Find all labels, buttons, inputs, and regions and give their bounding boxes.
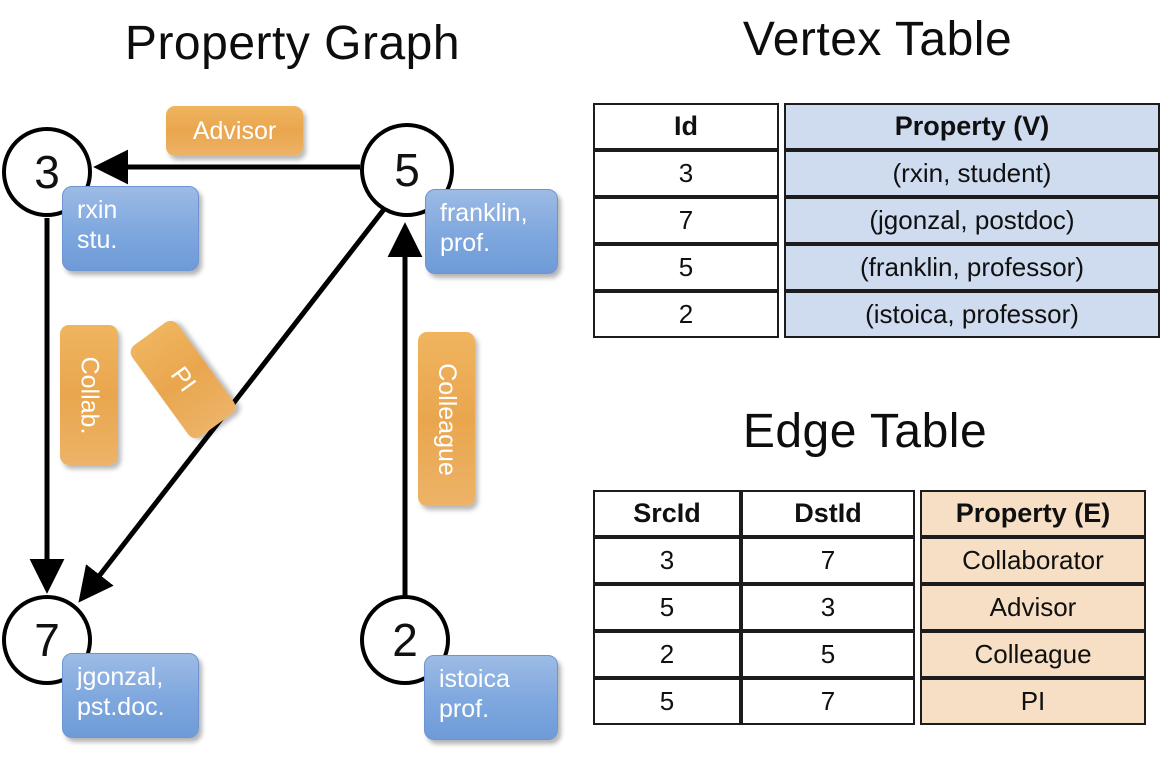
vertex-table-header-property: Property (V) (784, 103, 1160, 150)
vertex-property-2-line1: istoica (439, 665, 510, 693)
edge-table: SrcId DstId Property (E) 3 7 Collaborato… (593, 490, 1146, 725)
table-row: 5 3 Advisor (593, 584, 1146, 631)
vertex-row-3-property: (istoica, professor) (784, 291, 1160, 338)
edge-row-0-src: 3 (593, 537, 741, 584)
table-row: 2 (istoica, professor) (593, 291, 1160, 338)
vertex-property-5-line2: prof. (440, 228, 491, 257)
edge-row-3-property: PI (920, 678, 1146, 725)
vertex-row-1-property: (jgonzal, postdoc) (784, 197, 1160, 244)
graph-node-2[interactable]: 2 (360, 595, 450, 685)
graph-node-5-label: 5 (394, 144, 420, 196)
edge-label-colleague: Colleague (418, 332, 475, 506)
edge-table-header-property: Property (E) (920, 490, 1146, 537)
vertex-property-box-3: rxin stu. (62, 186, 199, 271)
vertex-property-5-line1: franklin, (440, 199, 528, 227)
table-row: 3 (rxin, student) (593, 150, 1160, 197)
edge-row-1-property: Advisor (920, 584, 1146, 631)
graph-node-2-label: 2 (392, 614, 418, 666)
edge-label-pi-text: PI (165, 361, 202, 397)
page-title-edge-table: Edge Table (742, 405, 988, 458)
edge-row-1-dst: 3 (741, 584, 915, 631)
vertex-property-2-line2: prof. (439, 694, 490, 723)
graph-node-3-label: 3 (34, 146, 60, 198)
edge-label-collab: Collab. (60, 325, 118, 465)
edge-row-3-dst: 7 (741, 678, 915, 725)
table-row: 7 (jgonzal, postdoc) (593, 197, 1160, 244)
edge-row-0-dst: 7 (741, 537, 915, 584)
graph-node-7-label: 7 (34, 614, 60, 666)
vertex-row-1-id: 7 (593, 197, 779, 244)
edge-row-2-property: Colleague (920, 631, 1146, 678)
edge-label-collab-text: Collab. (75, 356, 104, 434)
vertex-table: Id Property (V) 3 (rxin, student) 7 (jgo… (593, 103, 1160, 338)
edge-row-3-src: 5 (593, 678, 741, 725)
edge-table-header-srcid: SrcId (593, 490, 741, 537)
page-title-vertex-table: Vertex Table (742, 13, 1013, 66)
vertex-property-7-line1: jgonzal, (77, 663, 164, 691)
table-row: 2 5 Colleague (593, 631, 1146, 678)
vertex-row-2-id: 5 (593, 244, 779, 291)
vertex-property-3-line1: rxin (77, 196, 118, 224)
edge-label-advisor-text: Advisor (192, 116, 277, 145)
edge-label-colleague-text: Colleague (433, 362, 461, 476)
vertex-row-2-property: (franklin, professor) (784, 244, 1160, 291)
vertex-table-header-row: Id Property (V) (593, 103, 1160, 150)
vertex-row-0-property: (rxin, student) (784, 150, 1160, 197)
vertex-row-0-id: 3 (593, 150, 779, 197)
graph-node-5[interactable]: 5 (360, 123, 454, 217)
edge-table-header-dstid: DstId (741, 490, 915, 537)
edge-row-0-property: Collaborator (920, 537, 1146, 584)
vertex-property-3-line2: stu. (77, 225, 118, 254)
table-row: 5 7 PI (593, 678, 1146, 725)
edge-table-header-row: SrcId DstId Property (E) (593, 490, 1146, 537)
vertex-property-box-5: franklin, prof. (425, 189, 558, 274)
edge-row-2-dst: 5 (741, 631, 915, 678)
vertex-property-7-line2: pst.doc. (77, 692, 165, 721)
property-graph-diagram: 3 5 7 2 rxin stu. franklin, prof. jgonza… (2, 106, 558, 740)
vertex-property-box-7: jgonzal, pst.doc. (62, 653, 199, 738)
table-row: 3 7 Collaborator (593, 537, 1146, 584)
vertex-property-box-2: istoica prof. (424, 655, 558, 740)
vertex-table-header-id: Id (593, 103, 779, 150)
edge-row-2-src: 2 (593, 631, 741, 678)
edge-label-advisor: Advisor (166, 106, 303, 156)
vertex-row-3-id: 2 (593, 291, 779, 338)
edge-row-1-src: 5 (593, 584, 741, 631)
page-title-property-graph: Property Graph (124, 17, 461, 70)
table-row: 5 (franklin, professor) (593, 244, 1160, 291)
